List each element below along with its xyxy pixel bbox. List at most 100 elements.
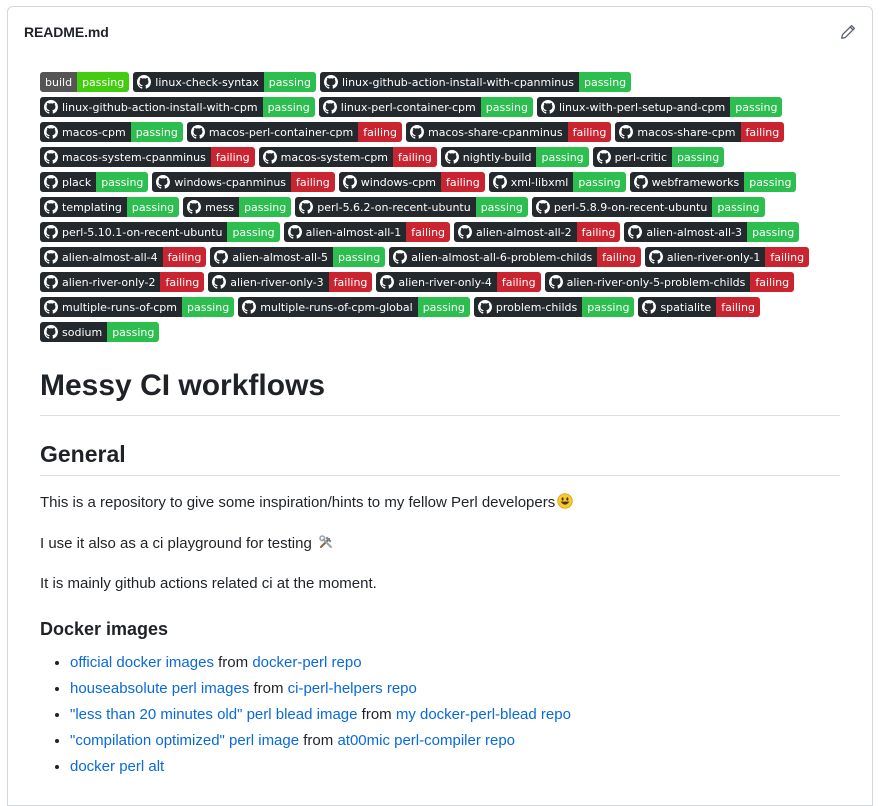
- badge-label: alien-river-only-5-problem-childs: [544, 272, 751, 292]
- edit-readme-button[interactable]: [838, 22, 858, 42]
- badge-label-text: alien-almost-all-2: [476, 225, 572, 239]
- badge-label-text: alien-river-only-1: [666, 250, 761, 264]
- smiley-emoji-icon: [557, 493, 573, 517]
- badge-status: passing: [181, 297, 235, 317]
- badge-label: plack: [40, 172, 97, 192]
- repo-link[interactable]: at00mic perl-compiler repo: [337, 732, 516, 750]
- badge-label-text: perl-5.8.9-on-recent-ubuntu: [553, 200, 708, 214]
- docker-image-link[interactable]: docker perl alt: [70, 758, 165, 776]
- readme-header: README.md: [8, 7, 872, 57]
- badge-label: alien-almost-all-1: [283, 222, 407, 242]
- badge-status: passing: [712, 197, 765, 217]
- badge-label: alien-almost-all-4: [40, 247, 163, 267]
- badge-label-text: xml-libxml: [510, 175, 569, 189]
- badge-status: passing: [536, 147, 589, 167]
- badge-webframeworks[interactable]: webframeworks passing: [629, 172, 797, 192]
- badge-label: multiple-runs-of-cpm: [40, 297, 182, 317]
- badge-status: passing: [475, 197, 528, 217]
- badge-status: passing: [730, 97, 783, 117]
- badge-label-text: linux-github-action-install-with-cpanmin…: [341, 75, 574, 89]
- badge-label-text: webframeworks: [651, 175, 740, 189]
- badge-status: passing: [744, 172, 797, 192]
- badge-label-text: alien-river-only-5-problem-childs: [566, 275, 746, 289]
- badge-status: passing: [227, 222, 280, 242]
- list-item-text: from: [249, 680, 288, 698]
- github-icon: [212, 275, 227, 289]
- github-icon: [619, 125, 634, 139]
- docker-images-list: official docker images from docker-perl …: [40, 652, 840, 779]
- badge-status: failing: [210, 147, 255, 167]
- repo-link[interactable]: ci-perl-helpers repo: [287, 680, 417, 698]
- github-icon: [540, 100, 555, 114]
- badge-label: xml-libxml: [488, 172, 574, 192]
- list-item: "compilation optimized" perl image from …: [70, 730, 840, 753]
- badge-label-text: macos-share-cpm: [637, 125, 736, 139]
- docker-image-link[interactable]: "less than 20 minutes old" perl blead im…: [70, 706, 358, 724]
- badge-status: failing: [291, 172, 335, 192]
- badge-label: webframeworks: [629, 172, 745, 192]
- badge-label-text: macos-perl-container-cpm: [208, 125, 354, 139]
- intro-text: This is a repository to give some inspir…: [40, 494, 556, 512]
- badge-perl-5-8-9-on-recent-ubuntu[interactable]: perl-5.8.9-on-recent-ubuntu passing: [531, 197, 765, 217]
- repo-link[interactable]: docker-perl repo: [252, 654, 362, 672]
- list-item-text: from: [357, 706, 396, 724]
- badge-status: failing: [393, 147, 437, 167]
- list-item: docker perl alt: [70, 756, 840, 779]
- badge-status: failing: [328, 272, 373, 292]
- docker-image-link[interactable]: houseabsolute perl images: [70, 680, 250, 698]
- badge-label: alien-river-only-2: [40, 272, 161, 292]
- badge-linux-github-action-install-with-cpanminus[interactable]: linux-github-action-install-with-cpanmin…: [319, 72, 632, 92]
- badge-status: failing: [160, 272, 205, 292]
- badge-status: passing: [262, 97, 315, 117]
- repo-link[interactable]: my docker-perl-blead repo: [395, 706, 571, 724]
- github-icon: [242, 300, 257, 314]
- docker-image-link[interactable]: "compilation optimized" perl image: [70, 732, 300, 750]
- badge-label: spatialite: [638, 297, 717, 317]
- github-icon: [342, 175, 357, 189]
- list-item-text: from: [213, 654, 253, 672]
- github-icon: [44, 175, 58, 189]
- docker-image-link[interactable]: official docker images: [70, 654, 214, 672]
- badge-status: failing: [567, 122, 612, 142]
- badge-status: passing: [582, 297, 635, 317]
- badge-label-text: mess: [205, 200, 235, 214]
